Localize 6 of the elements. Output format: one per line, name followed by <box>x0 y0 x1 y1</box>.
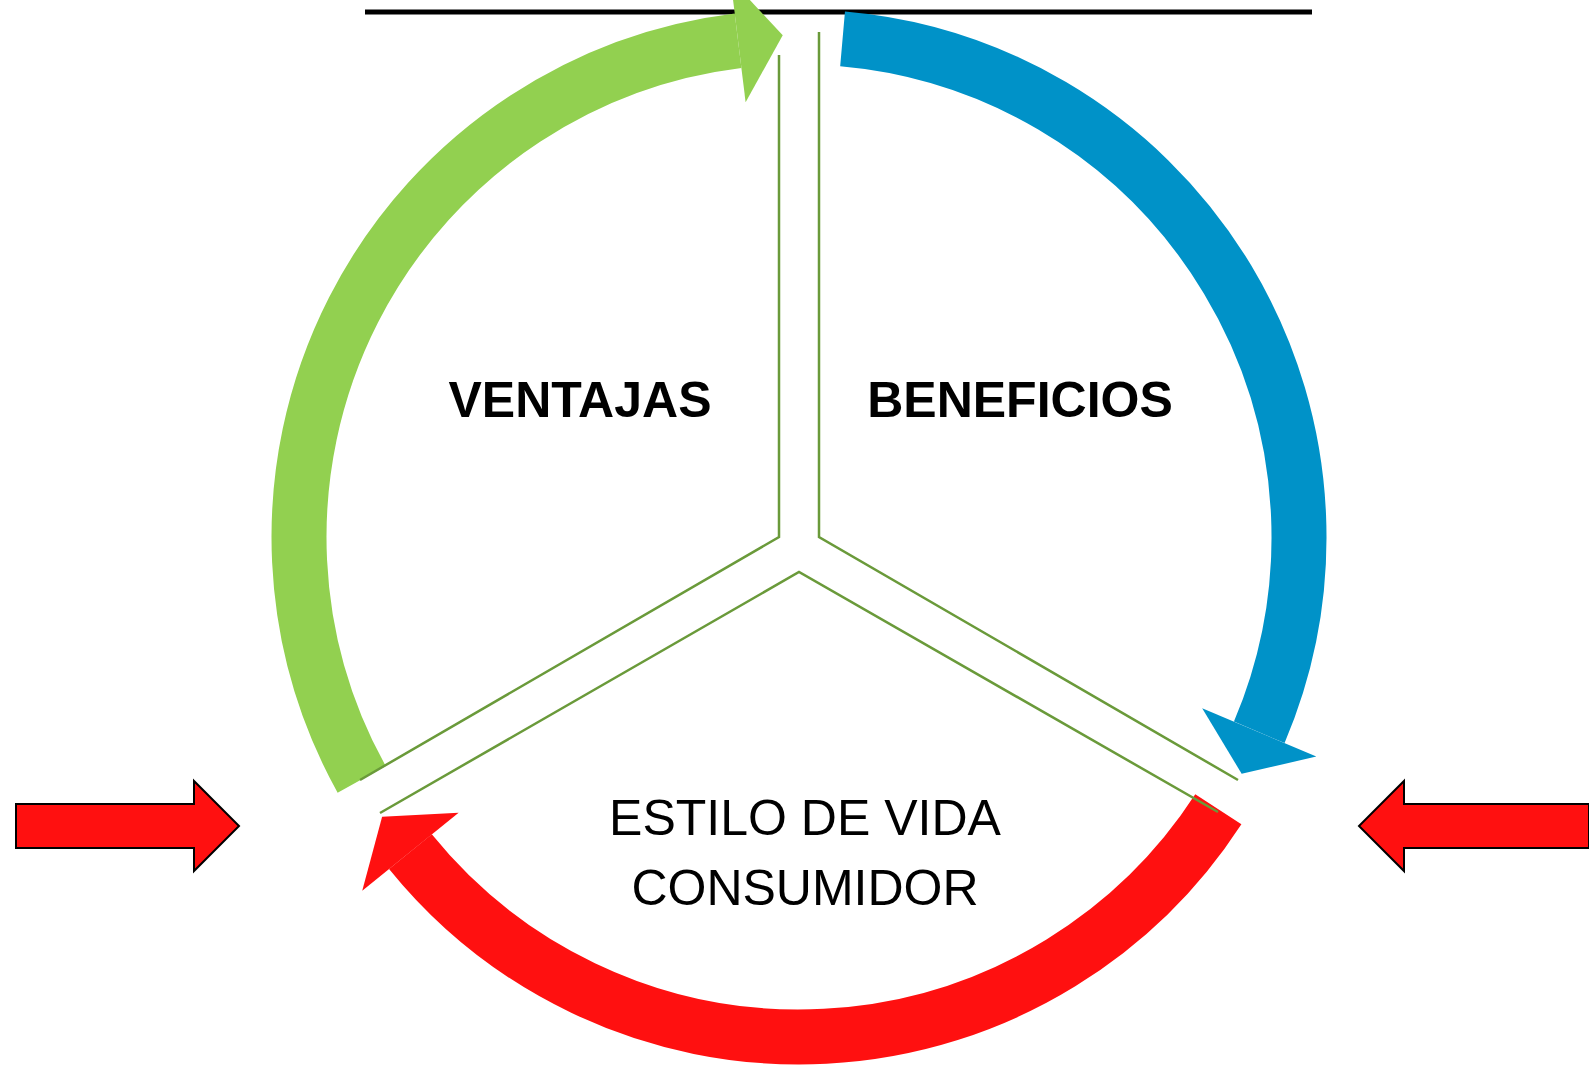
cycle-arrow <box>838 11 1327 775</box>
segment-label: BENEFICIOS <box>866 371 1174 430</box>
cycle-arrow <box>364 792 1241 1065</box>
segment-label: ESTILO DE VIDA CONSUMIDOR <box>608 789 1002 918</box>
segment-label: VENTAJAS <box>447 371 713 430</box>
cycle-arrow <box>271 0 783 792</box>
